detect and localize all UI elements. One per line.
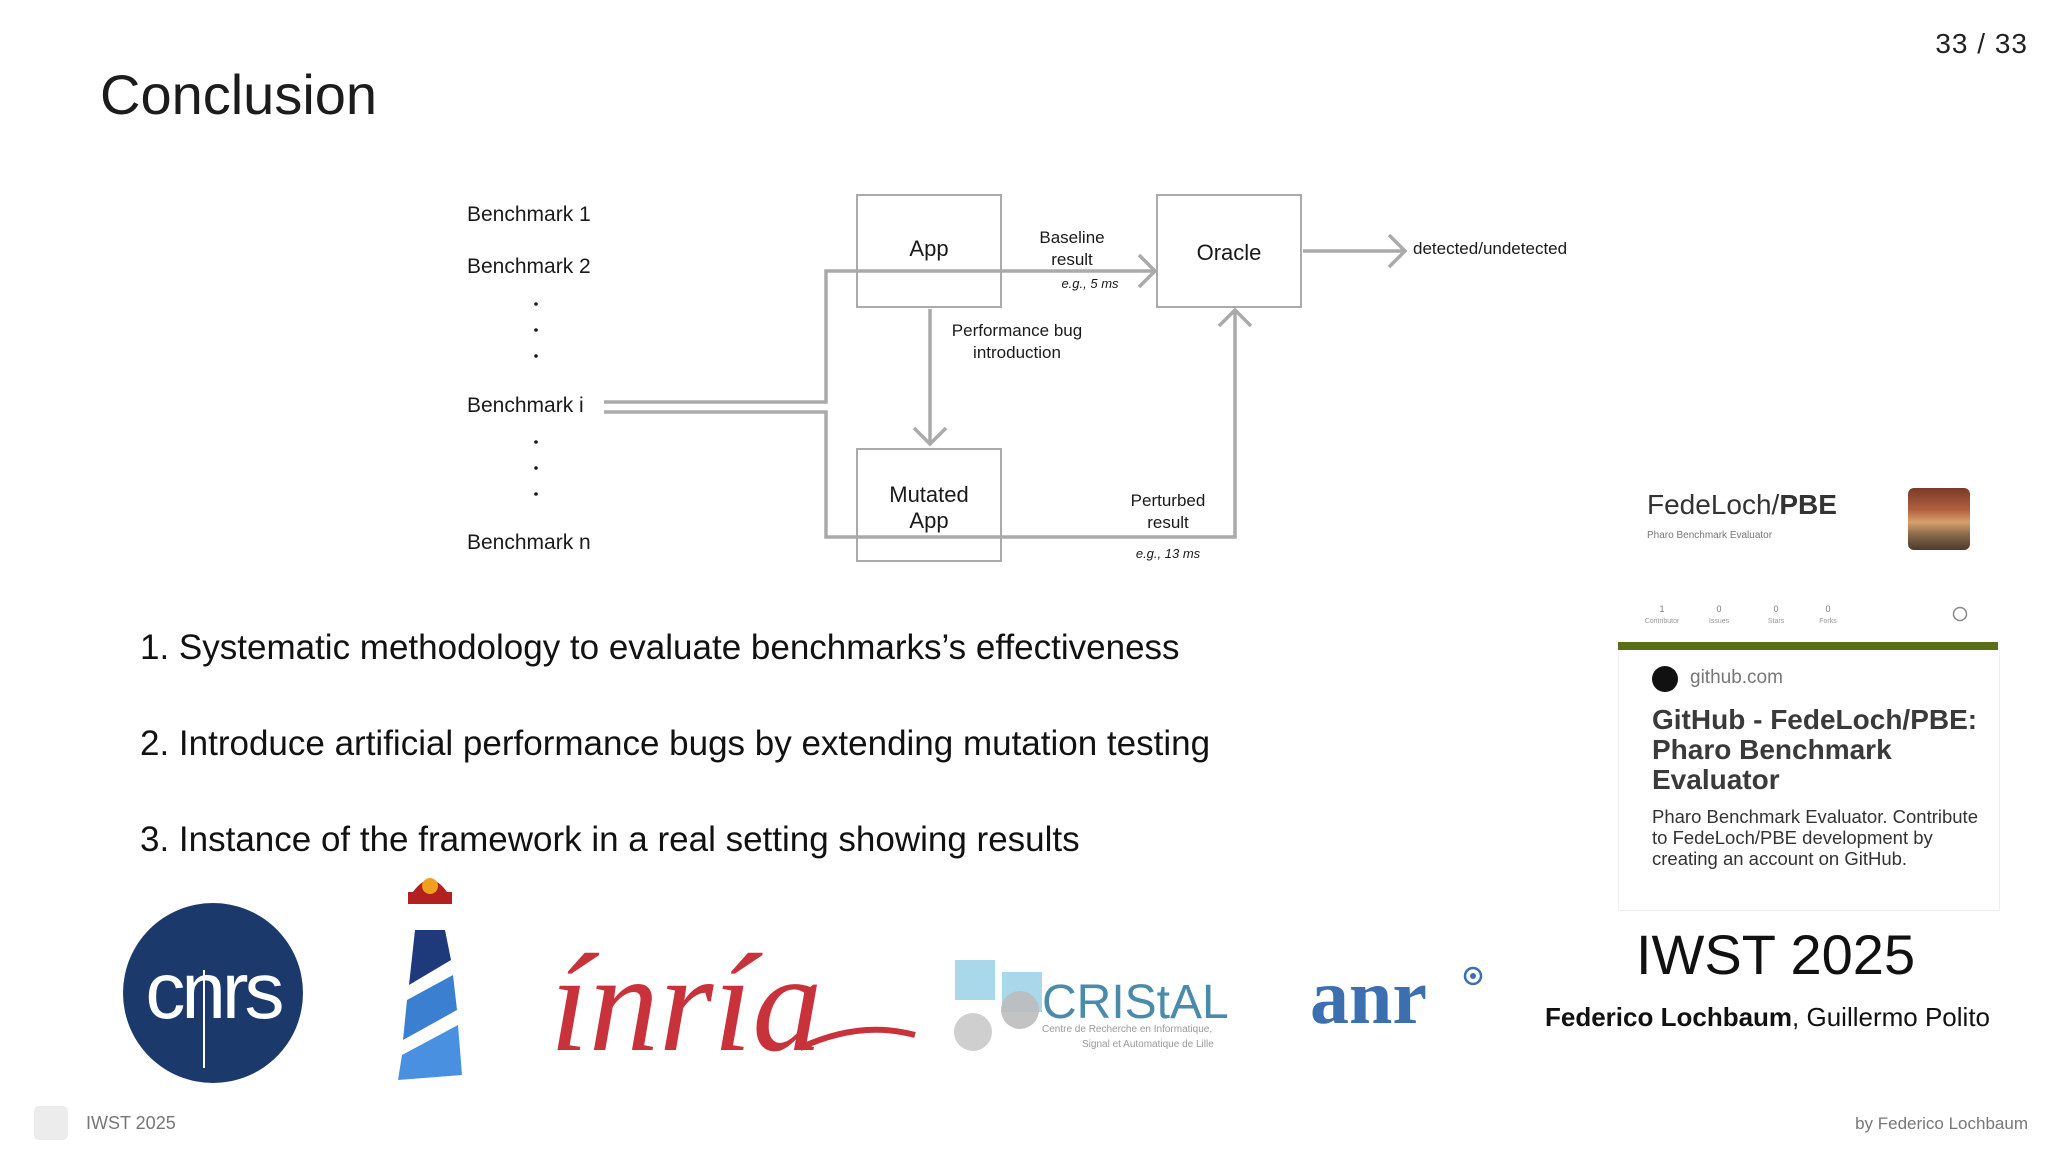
conference-name: IWST 2025	[1636, 923, 1916, 986]
svg-text:cnrs: cnrs	[145, 946, 282, 1035]
partner-logos: cnrs ínría CRIStAL Centre de Recherche e…	[123, 878, 1483, 1083]
authors: Federico Lochbaum, Guillermo Polito	[1545, 1002, 1991, 1032]
github-repo-title[interactable]: FedeLoch/PBE	[1647, 489, 1837, 520]
mutated-app-label-2: App	[909, 508, 948, 533]
conclusion-item-1: 1. Systematic methodology to evaluate be…	[140, 628, 1180, 667]
oracle-label: Oracle	[1197, 240, 1262, 265]
perturbed-example: e.g., 13 ms	[1136, 546, 1201, 561]
app-box	[856, 194, 1002, 308]
github-accent-bar	[1618, 642, 1998, 650]
github-avatar	[1908, 488, 1970, 550]
anr-logo: anr	[1310, 953, 1483, 1040]
benchmark-1-label: Benchmark 1	[467, 203, 591, 226]
svg-text:anr: anr	[1310, 953, 1427, 1040]
svg-text:CRIStAL: CRIStAL	[1042, 976, 1229, 1029]
perturbed-label-1: Perturbed	[1131, 491, 1206, 510]
app-label: App	[909, 236, 948, 261]
perturbed-label-2: result	[1147, 513, 1189, 532]
cnrs-logo: cnrs	[123, 903, 303, 1083]
output-label: detected/undetected	[1413, 239, 1567, 258]
svg-text:ínría: ínría	[550, 926, 822, 1081]
github-domain: github.com	[1690, 667, 1783, 688]
github-card-description: Pharo Benchmark Evaluator. Contribute to…	[1652, 806, 1978, 869]
baseline-arrowhead	[1137, 253, 1158, 289]
methodology-diagram: Benchmark 1 Benchmark 2 Benchmark i Benc…	[467, 194, 1567, 562]
inria-logo: ínría	[550, 926, 916, 1081]
footer-logo-placeholder	[34, 1106, 68, 1140]
perturbed-path	[604, 312, 1237, 539]
slide-title: Conclusion	[100, 63, 378, 126]
benchmark-n-label: Benchmark n	[467, 531, 591, 554]
baseline-example: e.g., 5 ms	[1061, 276, 1119, 291]
ellipsis-dots	[534, 302, 538, 496]
conclusion-item-3: 3. Instance of the framework in a real s…	[140, 820, 1080, 859]
svg-text:Signal et Automatique de Lille: Signal et Automatique de Lille	[1082, 1039, 1214, 1050]
perf-bug-label-2: introduction	[973, 343, 1061, 362]
cristal-logo: CRIStAL Centre de Recherche en Informati…	[954, 960, 1229, 1051]
benchmark-i-label: Benchmark i	[467, 394, 584, 417]
github-card-title[interactable]: GitHub - FedeLoch/PBE: Pharo Benchmark E…	[1652, 704, 1978, 795]
baseline-label-1: Baseline	[1039, 228, 1104, 247]
github-logo-icon	[1652, 666, 1678, 692]
conclusion-item-2: 2. Introduce artificial performance bugs…	[140, 724, 1211, 763]
github-small-icon	[1952, 606, 1968, 622]
mutated-app-label-1: Mutated	[889, 482, 969, 507]
perturbed-arrowhead	[1217, 307, 1253, 328]
perf-bug-label-1: Performance bug	[952, 321, 1082, 340]
oracle-box	[1156, 194, 1302, 308]
github-link-card[interactable]	[1618, 650, 2000, 911]
benchmark-2-label: Benchmark 2	[467, 255, 591, 278]
baseline-path	[604, 269, 1155, 404]
footer-conference: IWST 2025	[86, 1113, 176, 1133]
github-repo-subtitle: Pharo Benchmark Evaluator	[1647, 530, 1773, 541]
lighthouse-logo	[398, 878, 462, 1080]
footer-author: by Federico Lochbaum	[1855, 1114, 2028, 1133]
svg-text:Centre de Recherche en Informa: Centre de Recherche en Informatique,	[1042, 1024, 1212, 1035]
mutated-app-box	[856, 448, 1002, 562]
page-number: 33 / 33	[1935, 28, 2028, 59]
baseline-label-2: result	[1051, 250, 1093, 269]
